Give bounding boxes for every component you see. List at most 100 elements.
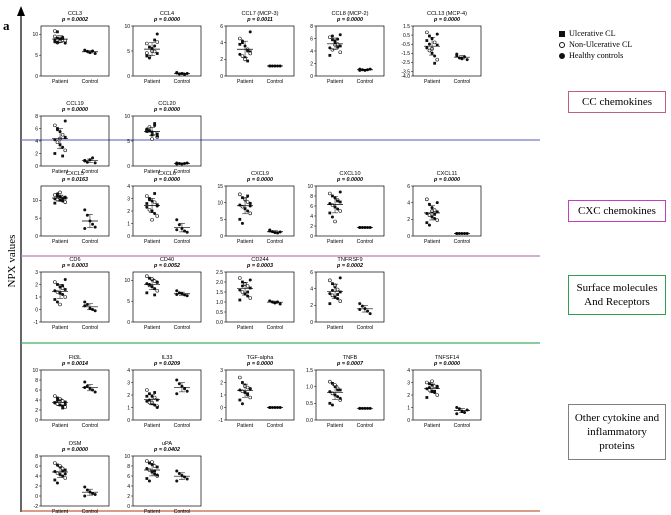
data-point-control xyxy=(83,485,87,489)
plot-frame xyxy=(40,455,110,507)
group-box-other: Other cytokine and inflammatory proteins xyxy=(568,404,666,460)
y-tick-label: 1 xyxy=(127,405,130,411)
data-point-square xyxy=(56,30,59,34)
data-point-square xyxy=(148,45,151,49)
data-point-square xyxy=(63,400,67,404)
y-tick-label: 4 xyxy=(127,184,130,190)
data-point-open xyxy=(147,207,152,212)
x-tick-label: Patient xyxy=(237,325,254,331)
y-tick-label: 6 xyxy=(220,24,223,30)
y-tick-label: 0 xyxy=(310,320,313,326)
x-tick-label: Patient xyxy=(52,423,69,429)
legend-label: Non-Ulcerative CL xyxy=(569,40,633,49)
data-point-control xyxy=(93,309,97,313)
x-tick-label: Control xyxy=(454,423,471,429)
plot-frame xyxy=(132,455,202,507)
plot-pvalue: p = 0.0000 xyxy=(153,177,180,183)
data-point-square xyxy=(145,202,149,205)
data-point-square xyxy=(328,211,332,215)
data-point-dot xyxy=(155,32,159,36)
plot-pvalue: p = 0.0014 xyxy=(61,361,88,367)
data-point-open xyxy=(58,190,62,195)
y-tick-label: 1.5 xyxy=(403,24,410,30)
y-tick-label: 4 xyxy=(35,398,38,404)
group-box-cc: CC chemokines xyxy=(568,91,666,113)
x-tick-label: Control xyxy=(174,509,191,515)
data-point-square xyxy=(153,38,157,42)
plot-frame xyxy=(40,271,110,323)
x-tick-label: Control xyxy=(357,239,374,245)
plot-title: CCL4 xyxy=(160,11,174,17)
data-point-square xyxy=(153,122,157,125)
data-point-square xyxy=(425,396,429,399)
plot-title: CXCL9 xyxy=(251,171,269,177)
data-point-open xyxy=(155,288,160,293)
data-point-square xyxy=(53,152,57,155)
data-point-control xyxy=(177,472,181,475)
data-point-control xyxy=(185,389,189,393)
plot-title: CCL19 xyxy=(66,101,83,107)
data-point-open xyxy=(150,217,154,222)
data-point-dot xyxy=(248,30,252,34)
plot-title: CCL20 xyxy=(158,101,175,107)
y-tick-label: 6 xyxy=(35,388,38,394)
data-point-dot xyxy=(63,119,67,123)
x-tick-label: Control xyxy=(357,423,374,429)
y-tick-label: 6 xyxy=(407,184,410,190)
y-tick-label: 0 xyxy=(35,494,38,500)
y-tick-label: 0 xyxy=(220,405,223,411)
data-point-open xyxy=(145,41,149,46)
plot-frame xyxy=(315,185,385,237)
data-point-square xyxy=(336,199,340,203)
data-point-open xyxy=(248,51,253,56)
data-point-control xyxy=(93,225,97,229)
data-point-dot xyxy=(336,395,340,399)
data-point-control xyxy=(175,289,179,293)
x-tick-label: Patient xyxy=(424,79,441,85)
x-tick-label: Control xyxy=(174,79,191,85)
data-point-control xyxy=(93,52,97,55)
data-point-square xyxy=(328,401,332,405)
plot-pvalue: p = 0.0007 xyxy=(336,361,364,367)
legend-item-ulcerative: Ulcerative CL xyxy=(559,28,632,39)
plot-frame xyxy=(132,115,202,167)
plot-pvalue: p = 0.0003 xyxy=(246,263,273,269)
data-point-square xyxy=(338,44,342,48)
data-point-square xyxy=(145,54,149,58)
data-point-dot xyxy=(63,403,67,406)
data-point-square xyxy=(53,298,57,301)
data-point-square xyxy=(153,469,157,473)
data-point-square xyxy=(145,477,149,480)
x-tick-label: Control xyxy=(267,239,284,245)
y-tick-label: 2 xyxy=(35,151,38,157)
y-tick-label: 2 xyxy=(35,408,38,414)
data-point-open xyxy=(145,194,149,198)
data-point-square xyxy=(153,192,157,195)
data-point-square xyxy=(155,465,159,469)
data-point-square xyxy=(238,217,242,221)
y-tick-label: 0 xyxy=(127,164,130,170)
y-tick-label: 0.5 xyxy=(403,33,410,39)
y-tick-label: 4 xyxy=(310,49,313,55)
y-tick-label: 6 xyxy=(35,464,38,470)
data-point-control xyxy=(91,308,95,311)
plot-title: TNFB xyxy=(343,355,358,361)
y-tick-label: 6 xyxy=(310,204,313,210)
data-point-square xyxy=(61,469,65,473)
y-tick-label: 2 xyxy=(127,209,130,215)
data-point-control xyxy=(85,384,89,388)
x-tick-label: Patient xyxy=(327,325,344,331)
data-point-dot xyxy=(328,202,332,205)
data-point-open xyxy=(145,51,149,55)
x-tick-label: Patient xyxy=(144,239,161,245)
data-point-control xyxy=(368,67,372,71)
data-point-control xyxy=(183,387,187,391)
data-point-dot xyxy=(147,56,151,60)
data-point-control xyxy=(83,208,87,212)
y-tick-label: 2 xyxy=(310,224,313,230)
data-point-square xyxy=(153,391,157,394)
y-tick-label: 4 xyxy=(407,200,410,206)
data-point-open xyxy=(238,36,242,41)
data-point-control xyxy=(175,479,179,483)
data-point-open xyxy=(63,200,68,204)
